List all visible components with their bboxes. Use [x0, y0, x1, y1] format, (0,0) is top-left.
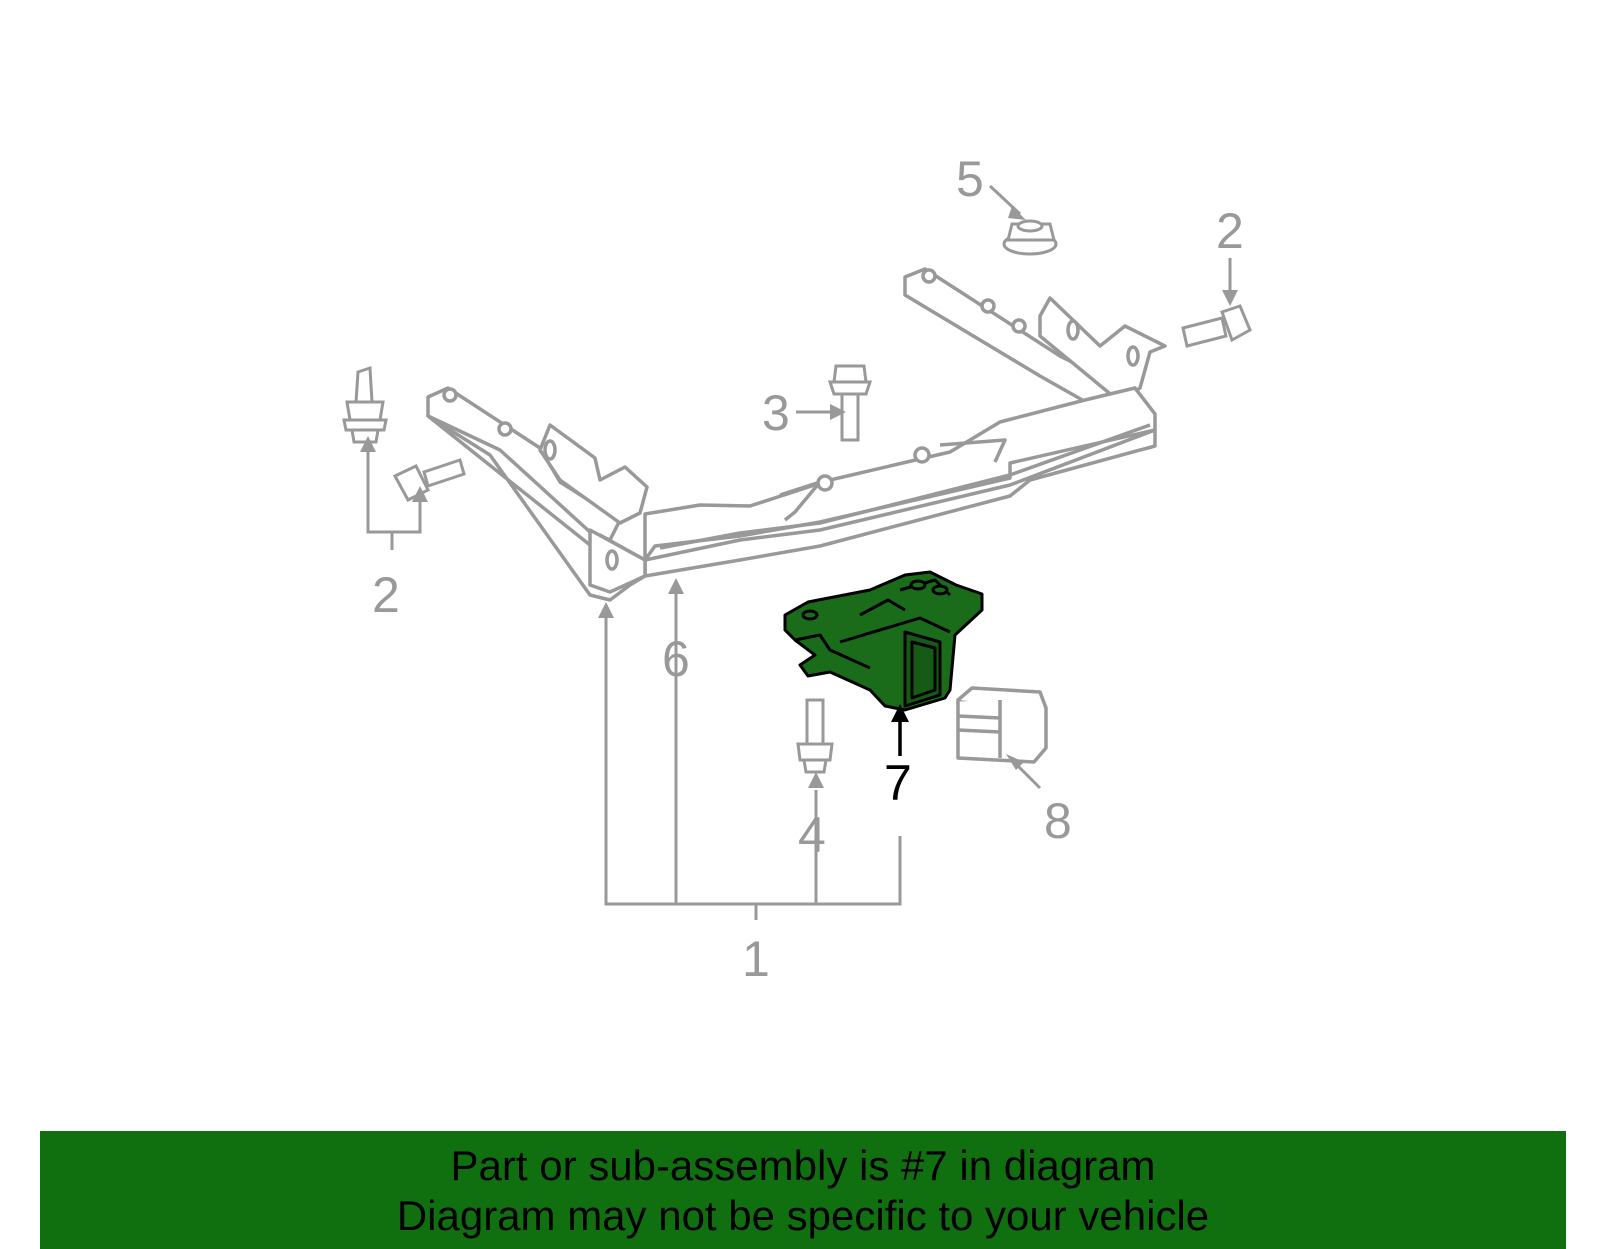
callout-8: 8 — [1044, 793, 1072, 849]
hitch-receiver-7-highlighted[interactable] — [783, 570, 984, 712]
banner-disclaimer: Diagram may not be specific to your vehi… — [396, 1192, 1210, 1239]
callout-3: 3 — [762, 385, 790, 441]
bolt-4 — [796, 698, 834, 774]
banner-part-notice: Part or sub-assembly is #7 in diagram — [450, 1142, 1156, 1189]
nut-5 — [1002, 219, 1058, 256]
callout-2-right: 2 — [1216, 203, 1244, 259]
leader-arrowheads — [360, 206, 1238, 788]
bolt-2-left-vertical — [342, 365, 388, 444]
callout-6: 6 — [662, 631, 690, 687]
callout-2-left: 2 — [372, 567, 400, 623]
callout-7: 7 — [884, 755, 912, 811]
callout-4: 4 — [798, 807, 826, 863]
info-banner: Part or sub-assembly is #7 in diagram Di… — [40, 1131, 1566, 1249]
bolt-3 — [827, 364, 873, 442]
bolt-2-left-angled — [392, 458, 466, 502]
bolt-2-right — [1181, 304, 1252, 348]
callout-1: 1 — [742, 931, 770, 987]
callout-5: 5 — [956, 151, 984, 207]
crossmember-frame — [426, 267, 1167, 602]
hitch-cover-8 — [956, 686, 1048, 764]
leader-7 — [891, 704, 909, 756]
